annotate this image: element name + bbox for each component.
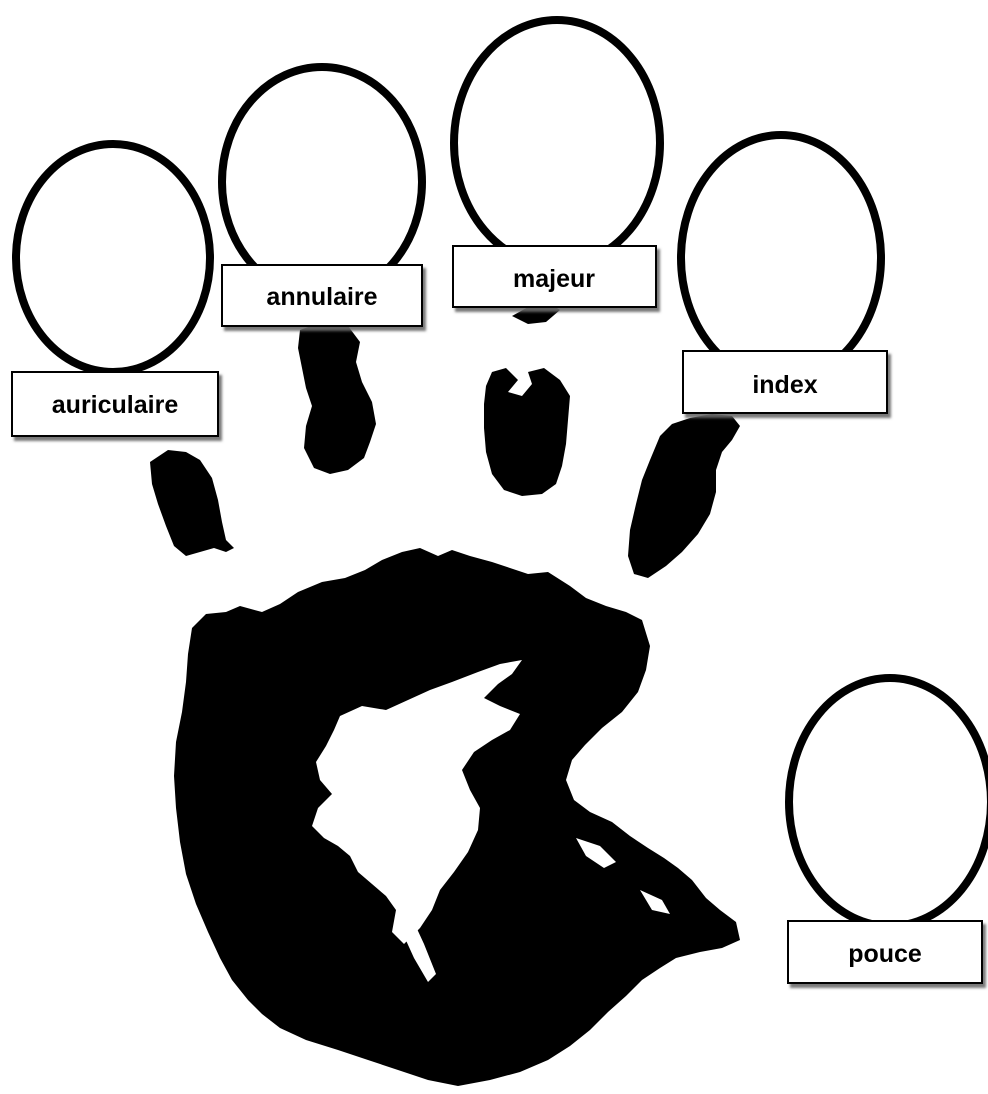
label-auriculaire: auriculaire <box>12 372 218 436</box>
index-finger-print <box>628 414 740 578</box>
middle-finger-outline <box>454 20 660 266</box>
label-index-text: index <box>752 371 817 399</box>
label-annulaire: annulaire <box>222 265 422 326</box>
label-pouce-text: pouce <box>848 940 922 968</box>
index-finger-outline <box>681 135 881 381</box>
label-annulaire-text: annulaire <box>266 283 377 311</box>
label-majeur-text: majeur <box>513 265 595 293</box>
ring-finger-outline <box>222 67 422 297</box>
middle-finger-print <box>484 368 570 496</box>
thumb-outline <box>789 678 988 926</box>
finger-prints <box>150 302 740 578</box>
label-majeur: majeur <box>453 246 656 307</box>
palm-print <box>174 548 740 1086</box>
label-pouce: pouce <box>788 921 982 983</box>
pinky-outline <box>16 144 210 372</box>
ring-finger-print <box>298 322 376 474</box>
pinky-print <box>150 450 234 556</box>
label-auriculaire-text: auriculaire <box>52 391 179 419</box>
label-index: index <box>683 351 887 413</box>
